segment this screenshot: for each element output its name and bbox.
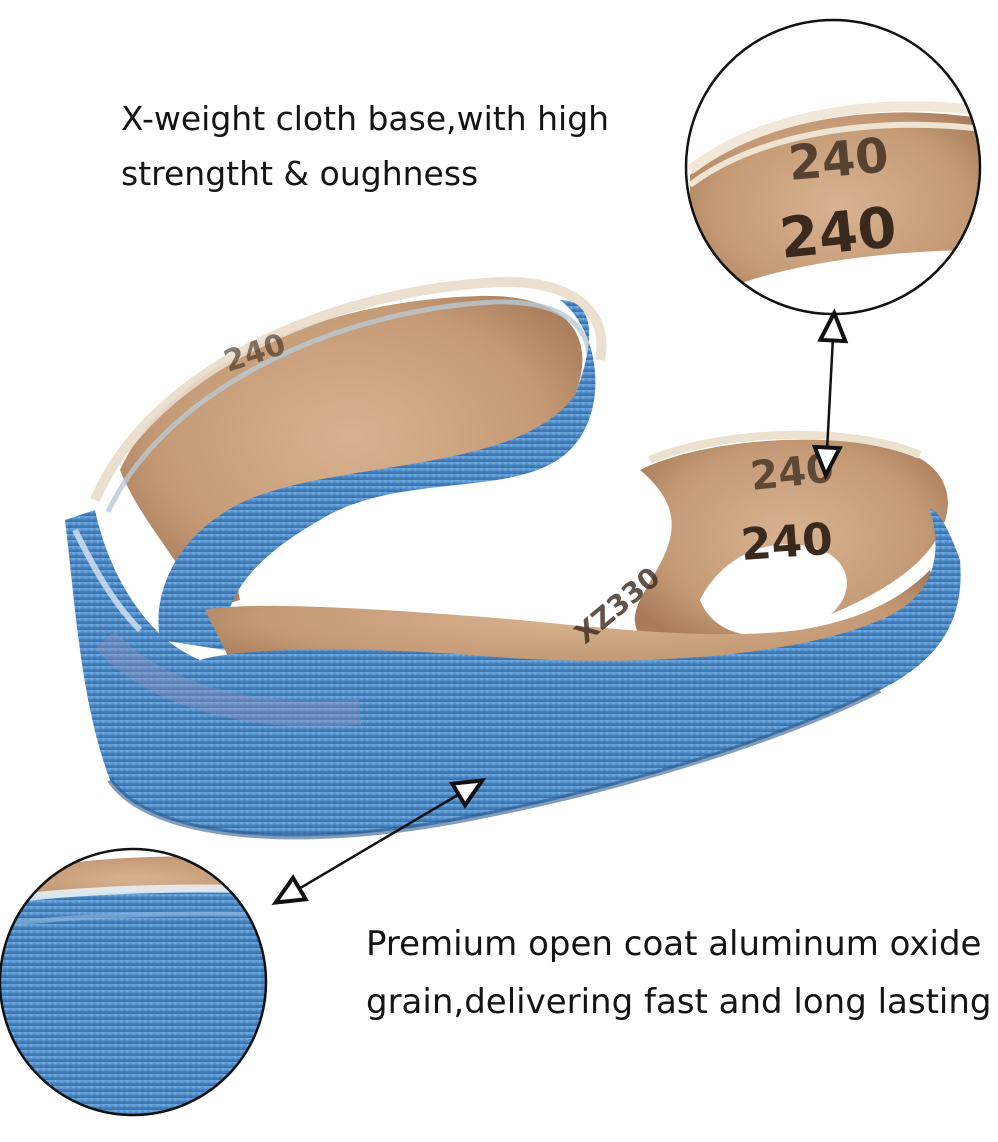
belt-abrasive-face-front [65,509,961,837]
zoom-grit-mark-1: 240 [786,127,891,192]
zoom-grit-mark-2: 240 [777,195,900,272]
caption-abrasive-grain-line-1: Premium open coat aluminum oxide [366,924,982,964]
caption-cloth-base: X-weight cloth base,with high strengtht … [121,92,609,202]
zoom-circle-backing: 240 240 [684,18,982,316]
caption-abrasive-grain: Premium open coat aluminum oxide grain,d… [366,916,992,1032]
sanding-belt: 240 240 240 XZ330 [65,276,961,840]
grit-mark-1: 240 [739,514,834,571]
belt-layer-edges [90,276,607,502]
callout-arrow-top [811,308,849,480]
belt-abrasive-face-upper [158,300,596,650]
callout-arrow-bottom [271,777,487,906]
zoom-circle-abrasive [0,847,268,1117]
caption-cloth-base-line-2: strengtht & oughness [121,153,479,193]
caption-abrasive-grain-line-2: grain,delivering fast and long lasting [366,981,992,1022]
grit-mark-2: 240 [748,445,836,499]
zoom-circle-bottom-outline [0,847,268,1117]
belt-lower-backing [205,570,940,676]
caption-cloth-base-line-1: X-weight cloth base,with high [121,99,610,138]
